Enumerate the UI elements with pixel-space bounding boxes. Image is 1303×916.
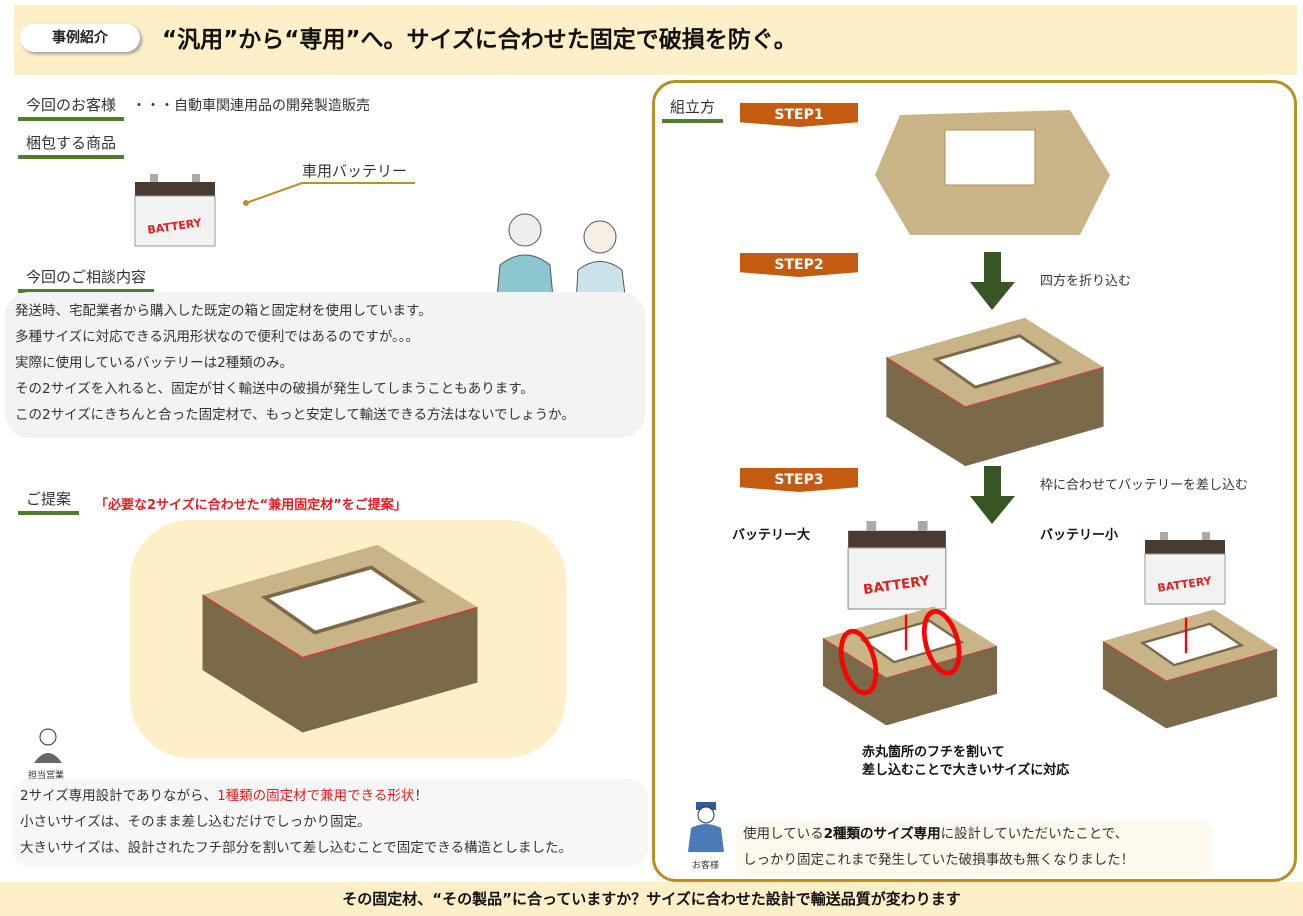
down-arrow-icon — [970, 466, 1015, 524]
customer-label: 今回のお客様 — [18, 94, 125, 121]
consult-line: この2サイズにきちんと合った固定材で、もっと安定して輸送できる方法はないでしょう… — [15, 407, 575, 423]
small-fit-fixture-image — [1101, 608, 1279, 730]
proposal-line-3: 大きいサイズは、設計されたフチ部分を割いて差し込むことで固定できる構造としました… — [20, 840, 573, 856]
assembly-panel — [652, 80, 1297, 882]
assembly-label: 組立方 — [662, 96, 724, 123]
consult-label: 今回のご相談内容 — [18, 266, 155, 293]
text: 2サイズ専用設計でありながら、 — [20, 788, 218, 804]
step1-label: STEP1 — [740, 103, 858, 127]
customer-row: 今回のお客様 ・・・自動車関連用品の開発製造販売 — [18, 94, 370, 121]
product-label: 梱包する商品 — [18, 132, 125, 159]
testimonial-line-1: 使用している2種類のサイズ専用に設計していただいたことで、 — [743, 821, 1205, 847]
customer-icon — [688, 802, 724, 852]
large-battery-image — [847, 520, 947, 610]
case-study-badge: 事例紹介 — [20, 24, 140, 52]
step2-note: 四方を折り込む — [1040, 274, 1132, 289]
large-battery-label: バッテリー大 — [732, 528, 811, 543]
page-title: “汎用”から“専用”へ。サイズに合わせた固定で破損を防ぐ。 — [162, 27, 797, 53]
sales-staff-icon — [34, 728, 62, 763]
step2-label: STEP2 — [740, 253, 858, 277]
testimonial-line-2: しっかり固定これまで発生していた破損事故も無くなりました！ — [743, 852, 1135, 868]
step3-label: STEP3 — [740, 468, 858, 492]
consult-line: 実際に使用しているバッテリーは2種類のみ。 — [15, 355, 294, 371]
text: に設計していただいたことで、 — [940, 826, 1129, 842]
folded-fixture-image — [884, 318, 1106, 468]
customer-icon-label: お客様 — [692, 861, 720, 871]
product-callout: 車用バッテリー — [302, 162, 408, 180]
fixture-image — [200, 545, 480, 735]
battery-image — [134, 173, 216, 247]
text: ！ — [414, 788, 428, 804]
proposal-text-box: 2サイズ専用設計でありながら、1種類の固定材で兼用できる形状！ 小さいサイズは、… — [12, 779, 648, 867]
consult-text-box: 発送時、宅配業者から購入した既定の箱と固定材を使用しています。 多種サイズに対応… — [5, 292, 645, 438]
proposal-line-2: 小さいサイズは、そのまま差し込むだけでしっかり固定。 — [20, 814, 371, 830]
text: 使用している — [743, 826, 824, 842]
small-battery-label: バッテリー小 — [1040, 528, 1119, 543]
down-arrow-icon — [970, 252, 1015, 310]
large-fit-fixture-image — [821, 605, 999, 727]
highlight-text: 1種類の固定材で兼用できる形状 — [217, 788, 415, 804]
customer-value: ・・・自動車関連用品の開発製造販売 — [132, 98, 371, 114]
footer-banner: その固定材、“その製品”に合っていますか？サイズに合わせた設計で輸送品質が変わり… — [0, 882, 1303, 916]
consult-line: 多種サイズに対応できる汎用形状なので便利ではあるのですが。。。 — [15, 329, 420, 345]
small-battery-image — [1144, 531, 1226, 605]
proposal-headline: 「必要な2サイズに合わせた“兼用固定材”をご提案」 — [95, 498, 407, 513]
step3-note: 枠に合わせてバッテリーを差し込む — [1040, 478, 1249, 493]
testimonial-box: 使用している2種類のサイズ専用に設計していただいたことで、 しっかり固定これまで… — [735, 820, 1213, 876]
header-band — [14, 5, 1297, 75]
staff-label: 担当営業 — [28, 771, 65, 781]
flat-blank-image — [875, 110, 1110, 235]
bold-text: 2種類のサイズ専用 — [823, 826, 941, 842]
consult-line: その2サイズを入れると、固定が甘く輸送中の破損が発生してしまうこともあります。 — [15, 381, 534, 397]
instruction-line: 赤丸箇所のフチを割いて — [862, 745, 1005, 760]
instruction-line: 差し込むことで大きいサイズに対応 — [862, 763, 1070, 778]
step3-instruction: 赤丸箇所のフチを割いて 差し込むことで大きいサイズに対応 — [862, 744, 1069, 780]
proposal-label: ご提案 — [18, 488, 80, 515]
consult-line: 発送時、宅配業者から購入した既定の箱と固定材を使用しています。 — [15, 303, 432, 319]
callout-line — [243, 182, 415, 206]
proposal-line-1: 2サイズ専用設計でありながら、1種類の固定材で兼用できる形状！ — [20, 783, 640, 809]
